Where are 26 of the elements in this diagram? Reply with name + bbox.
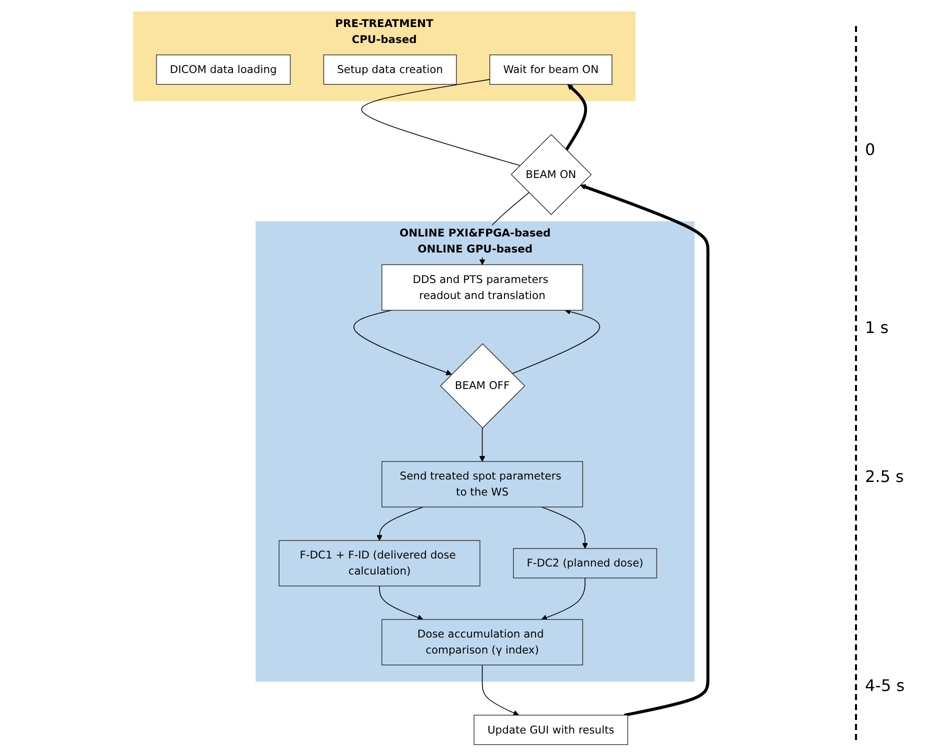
arrow [482,664,520,716]
arrow [512,308,600,374]
time-label: 1 s [865,318,889,338]
arrow [541,506,588,549]
time-label: 4-5 s [865,676,905,695]
arrow [541,578,586,620]
connector [361,79,520,166]
node-box: DICOM data loading [156,54,291,85]
arrow [479,428,486,462]
node-box: DDS and PTS parameters readout and translation [382,264,584,311]
node-box: Update GUI with results [474,714,628,745]
node-box: Wait for beam ON [489,54,612,85]
node-box: F-DC2 (planned dose) [513,548,658,578]
node-diamond: BEAM OFF [440,343,526,428]
arrow [379,586,424,620]
time-label: 0 [865,140,876,159]
arrow [565,84,588,151]
node-box: F-DC1 + F-ID (delivered dose calculation) [278,540,480,586]
arrow [353,310,452,376]
arrow [580,184,710,717]
node-diamond: BEAM ON [510,134,592,215]
node-box: Setup data creation [323,54,457,85]
node-box: Send treated spot parameters to the WS [382,461,584,508]
arrow [376,506,424,541]
node-box: Dose accumulation and comparison (γ index) [382,619,584,666]
time-label: 2.5 s [865,467,904,486]
